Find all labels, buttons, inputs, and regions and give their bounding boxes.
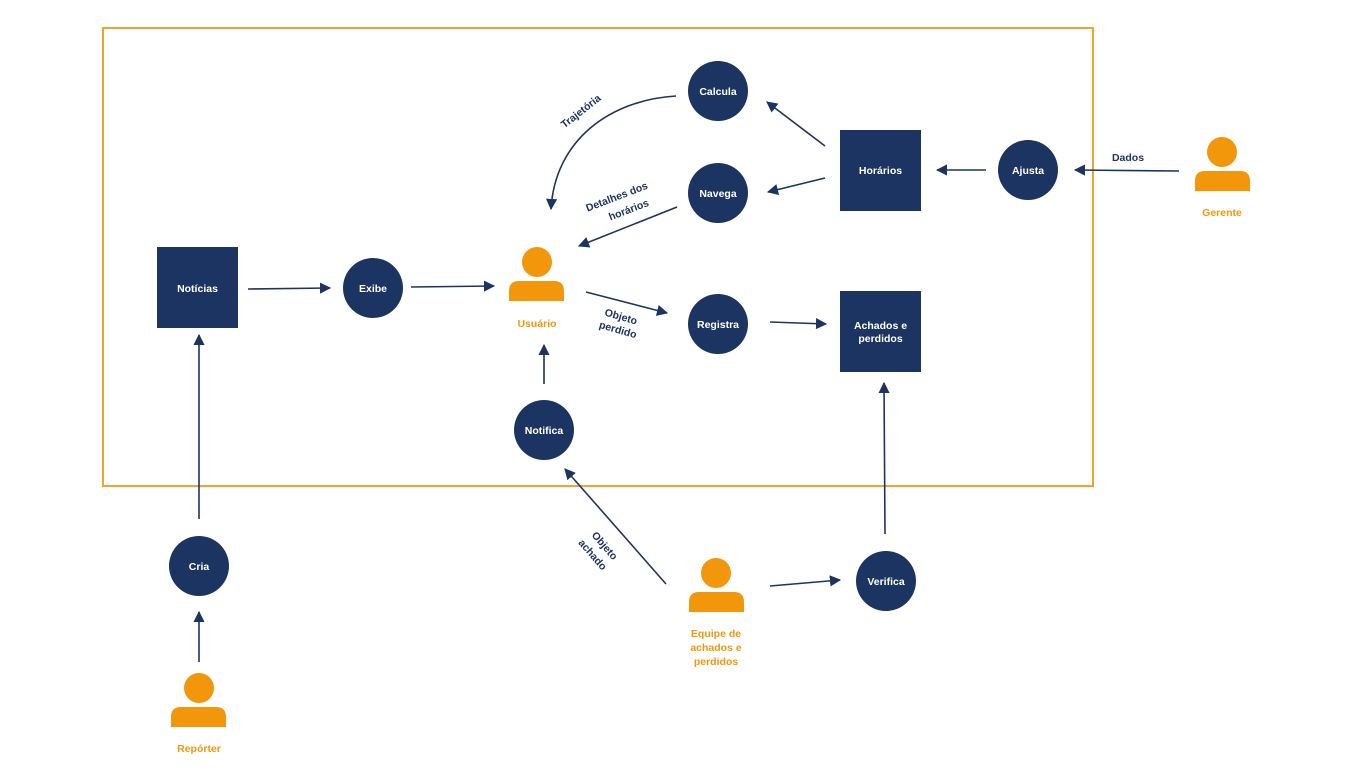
process-notifica-label: Notifica bbox=[525, 425, 564, 437]
store-horarios[interactable]: Horários bbox=[840, 130, 921, 211]
process-calcula[interactable]: Calcula bbox=[688, 61, 748, 121]
store-noticias[interactable]: Notícias bbox=[157, 247, 238, 328]
edge-verifica-achados bbox=[878, 381, 890, 535]
process-notifica-circle bbox=[514, 400, 574, 460]
actor-equipe-label-line1: Equipe de bbox=[691, 628, 741, 640]
process-verifica[interactable]: Verifica bbox=[856, 551, 916, 611]
process-ajusta-label: Ajusta bbox=[1012, 165, 1044, 177]
user-icon bbox=[689, 558, 744, 612]
edge-calcula-usuario bbox=[546, 95, 677, 211]
process-verifica-circle bbox=[856, 551, 916, 611]
process-calcula-label: Calcula bbox=[699, 86, 737, 98]
edge-label-trajetoria: Trajetória bbox=[559, 92, 604, 131]
edge-equipe-verifica bbox=[769, 575, 842, 587]
process-ajusta-circle bbox=[998, 140, 1058, 200]
actor-equipe-achados-perdidos[interactable]: Equipe de achados e perdidos bbox=[689, 558, 744, 668]
user-icon bbox=[509, 247, 564, 301]
edge-navega-usuario bbox=[577, 206, 678, 248]
edge-horarios-navega bbox=[766, 177, 826, 196]
process-notifica[interactable]: Notifica bbox=[514, 400, 574, 460]
process-exibe[interactable]: Exibe bbox=[343, 258, 403, 318]
edge-registra-achados bbox=[769, 318, 828, 330]
store-noticias-box bbox=[157, 247, 238, 328]
edge-equipe-notifica bbox=[564, 468, 667, 585]
store-achados-box bbox=[840, 291, 921, 372]
process-registra[interactable]: Registra bbox=[688, 294, 748, 354]
actor-reporter-label: Repórter bbox=[177, 743, 221, 755]
process-calcula-circle bbox=[688, 61, 748, 121]
edge-exibe-usuario bbox=[410, 280, 496, 292]
process-navega-label: Navega bbox=[699, 188, 737, 200]
process-registra-circle bbox=[688, 294, 748, 354]
store-achados-label-line1: Achados e bbox=[854, 320, 907, 332]
actor-usuario-label: Usuário bbox=[517, 318, 556, 330]
actor-gerente-label: Gerente bbox=[1202, 207, 1242, 219]
edge-gerente-ajusta bbox=[1073, 164, 1180, 176]
edge-label-dados: Dados bbox=[1112, 152, 1144, 164]
actor-usuario[interactable]: Usuário bbox=[509, 247, 564, 330]
store-horarios-box bbox=[840, 130, 921, 211]
process-registra-label: Registra bbox=[697, 319, 739, 331]
process-cria[interactable]: Cria bbox=[169, 536, 229, 596]
process-exibe-circle bbox=[343, 258, 403, 318]
process-navega-circle bbox=[688, 163, 748, 223]
actor-equipe-label-line2: achados e bbox=[690, 642, 742, 654]
store-noticias-label: Notícias bbox=[177, 283, 218, 295]
edge-usuario-registra bbox=[585, 291, 669, 316]
actor-equipe-label-line3: perdidos bbox=[694, 656, 738, 668]
process-navega[interactable]: Navega bbox=[688, 163, 748, 223]
edges bbox=[193, 95, 1180, 662]
user-icon bbox=[1195, 137, 1250, 191]
edge-noticias-exibe bbox=[247, 282, 332, 294]
edge-horarios-calcula bbox=[766, 101, 826, 147]
store-achados-label-line2: perdidos bbox=[858, 333, 902, 345]
process-ajusta[interactable]: Ajusta bbox=[998, 140, 1058, 200]
process-verifica-label: Verifica bbox=[867, 576, 905, 588]
store-achados-perdidos[interactable]: Achados e perdidos bbox=[840, 291, 921, 372]
process-cria-label: Cria bbox=[189, 561, 210, 573]
actor-gerente[interactable]: Gerente bbox=[1195, 137, 1250, 219]
actor-reporter[interactable]: Repórter bbox=[171, 673, 226, 755]
process-cria-circle bbox=[169, 536, 229, 596]
process-exibe-label: Exibe bbox=[359, 283, 387, 295]
system-boundary bbox=[102, 27, 1094, 487]
store-horarios-label: Horários bbox=[859, 165, 902, 177]
user-icon bbox=[171, 673, 226, 727]
